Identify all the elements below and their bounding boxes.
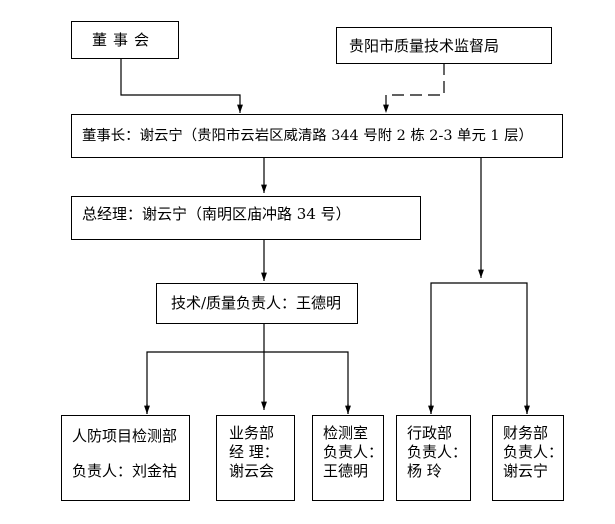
dept-testing-box: 检测室 负责人： 王德明 (312, 415, 384, 501)
dept-finance-box: 财务部 负责人： 谢云宁 (492, 415, 564, 501)
dept-civil-defense-box: 人防项目检测部 负责人：刘金祜 (61, 415, 190, 501)
general-manager-label: 总经理：谢云宁（南明区庙冲路 34 号） (82, 205, 351, 223)
dept-testing-head: 王德明 (323, 462, 369, 480)
dept-testing-name: 检测室 (323, 424, 369, 442)
general-manager-box: 总经理：谢云宁（南明区庙冲路 34 号） (71, 196, 421, 240)
dept-admin-head: 杨 玲 (407, 462, 442, 480)
connector-admin-depts (430, 282, 528, 414)
chairman-box: 董事长：谢云宁（贵阳市云岩区威清路 344 号附 2 栋 2-3 单元 1 层） (71, 114, 563, 158)
dept-finance-head: 谢云宁 (503, 462, 549, 480)
dept-business-role: 经 理： (229, 443, 279, 461)
dept-finance-role: 负责人： (503, 443, 564, 461)
connector-supervisor-chairman (383, 63, 445, 113)
dept-admin-name: 行政部 (407, 424, 453, 442)
tech-quality-box: 技术/质量负责人：王德明 (156, 283, 358, 324)
tech-quality-label: 技术/质量负责人：王德明 (171, 294, 342, 312)
board-box: 董事会 (71, 21, 179, 59)
dept-civil-defense-name: 人防项目检测部 (72, 427, 178, 445)
connector-tech-depts (146, 351, 349, 414)
dept-admin-box: 行政部 负责人： 杨 玲 (396, 415, 471, 501)
connector-board-chairman (120, 58, 243, 113)
supervisor-box: 贵阳市质量技术监督局 (336, 27, 552, 64)
dept-business-name: 业务部 (229, 424, 275, 442)
supervisor-label: 贵阳市质量技术监督局 (349, 37, 500, 55)
dept-civil-defense-head: 负责人：刘金祜 (72, 462, 178, 480)
dept-testing-role: 负责人： (323, 443, 384, 461)
dept-finance-name: 财务部 (503, 424, 549, 442)
dept-business-head: 谢云会 (229, 462, 275, 480)
board-label: 董事会 (92, 31, 156, 49)
dept-business-box: 业务部 经 理： 谢云会 (216, 415, 295, 501)
dept-admin-role: 负责人： (407, 443, 468, 461)
chairman-label: 董事长：谢云宁（贵阳市云岩区威清路 344 号附 2 栋 2-3 单元 1 层） (82, 128, 533, 144)
